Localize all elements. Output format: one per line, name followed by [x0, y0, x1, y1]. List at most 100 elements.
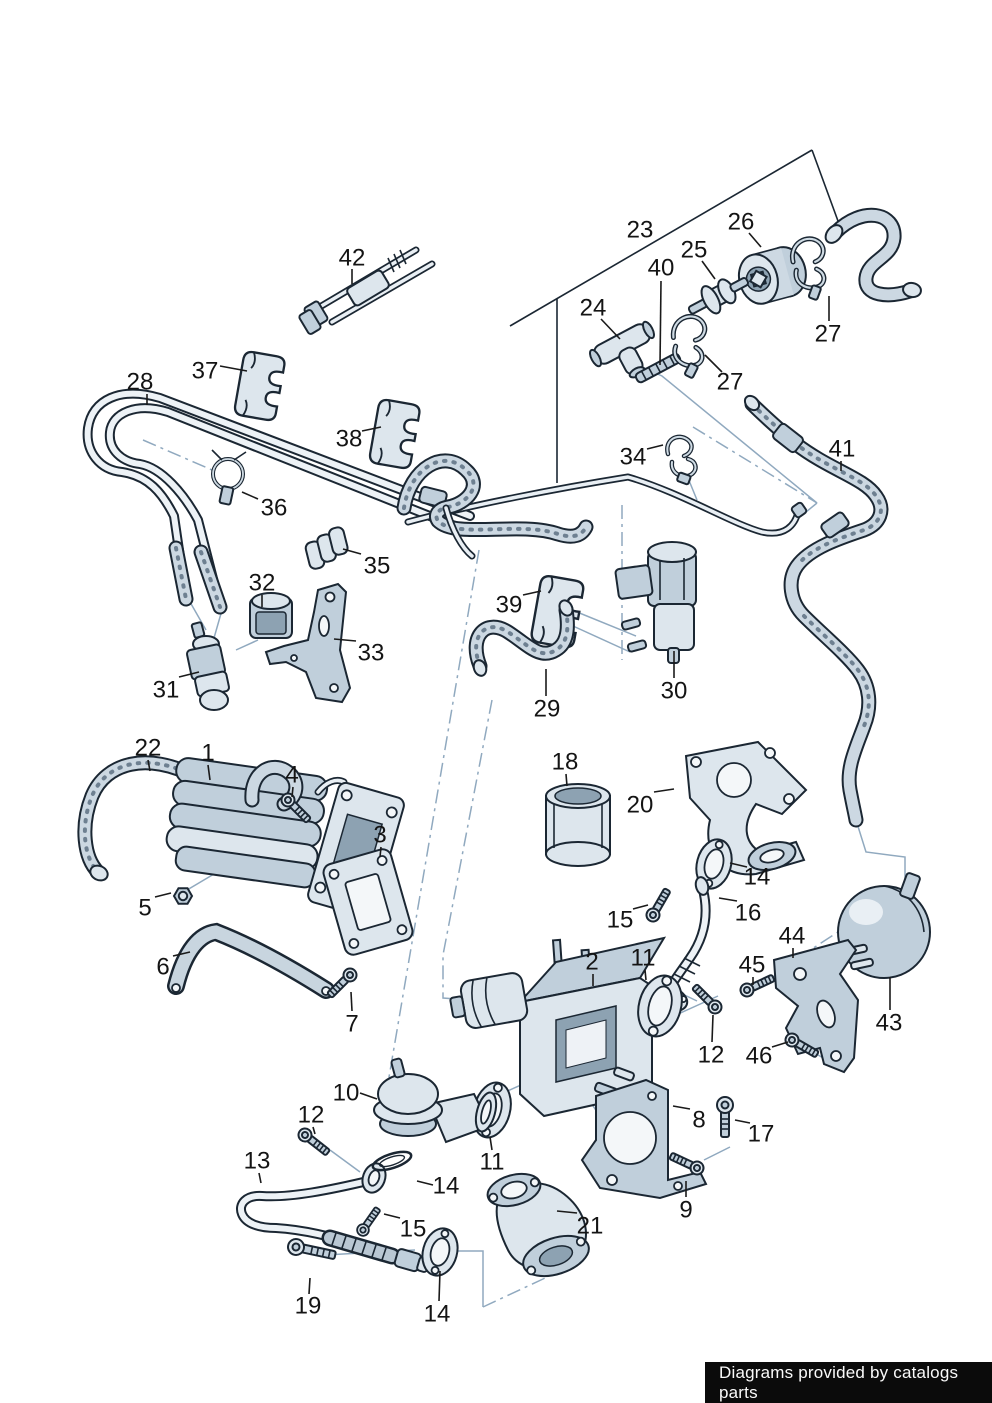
- bolt-9: [666, 1148, 707, 1178]
- leader-line-36-4: [241, 491, 259, 500]
- barbed-connector-40: [634, 352, 682, 384]
- nut-5: [172, 887, 194, 905]
- leader-line-12-44: [312, 1126, 316, 1135]
- leader-line-5-25: [154, 892, 172, 898]
- part-label-3-24: 3: [373, 822, 386, 849]
- leader-line-37-1: [219, 365, 248, 372]
- part-label-28-2: 28: [127, 369, 154, 396]
- junction-hose: [396, 453, 594, 560]
- egr-actuator: [449, 972, 529, 1029]
- stud-15-lower: [353, 1204, 384, 1240]
- part-label-17-41: 17: [748, 1121, 775, 1148]
- tee-fitting-24: [589, 320, 655, 379]
- leader-line-26-17: [748, 232, 762, 248]
- part-label-2-33: 2: [585, 949, 598, 976]
- part-label-35-5: 35: [364, 553, 391, 580]
- check-valve-25: [687, 277, 749, 315]
- bracket-6: [167, 922, 335, 999]
- part-label-31-8: 31: [153, 677, 180, 704]
- screw-12-right: [688, 980, 726, 1018]
- vacuum-reservoir-43: [837, 872, 931, 979]
- part-label-11-48: 11: [480, 1149, 505, 1176]
- leader-line-1-22: [207, 764, 211, 781]
- part-label-43-37: 43: [876, 1010, 903, 1037]
- pipe-retainer-clip-38: [367, 397, 422, 471]
- seal-ring-14-mid: [371, 1150, 413, 1172]
- sleeve-18: [545, 783, 611, 867]
- part-label-37-1: 37: [192, 358, 219, 385]
- part-label-38-3: 38: [336, 426, 363, 453]
- part-label-15-47: 15: [400, 1216, 427, 1243]
- part-label-14-46: 14: [433, 1173, 460, 1200]
- part-label-34-9: 34: [620, 444, 647, 471]
- leader-line-4-23: [291, 786, 294, 798]
- part-label-11-34: 11: [631, 945, 656, 972]
- solenoid-valve-30: [614, 541, 697, 664]
- part-label-14-51: 14: [424, 1301, 451, 1328]
- part-label-14-30: 14: [744, 864, 771, 891]
- leader-line-13-45: [258, 1172, 262, 1184]
- leader-line-10-43: [359, 1092, 378, 1100]
- connector-tool-42: [298, 246, 436, 335]
- part-label-41-10: 41: [829, 436, 856, 463]
- leader-line-11-34: [644, 969, 647, 981]
- part-label-42-0: 42: [339, 245, 366, 272]
- part-label-46-38: 46: [746, 1043, 773, 1070]
- part-label-36-4: 36: [261, 495, 288, 522]
- support-bracket-8: [580, 1078, 708, 1200]
- part-label-32-6: 32: [249, 570, 276, 597]
- part-label-5-25: 5: [138, 895, 151, 922]
- leader-line-25-16: [701, 260, 716, 280]
- group-lines: [509, 149, 839, 483]
- vacuum-hard-line: [404, 473, 808, 537]
- part-label-29-13: 29: [534, 696, 561, 723]
- long-vacuum-hose-41: [743, 394, 889, 828]
- leader-line-31-8: [178, 671, 200, 678]
- part-label-12-44: 12: [298, 1102, 325, 1129]
- leader-line-19-50: [308, 1277, 311, 1295]
- leader-line-3-24: [379, 846, 382, 858]
- part-label-27-20: 27: [717, 369, 744, 396]
- clamp-34: [665, 434, 698, 486]
- part-label-40-18: 40: [648, 255, 675, 282]
- leader-line-21-49: [556, 1210, 578, 1214]
- bolt-15-upper: [643, 885, 675, 925]
- screw-17: [716, 1096, 734, 1138]
- leader-line-35-5: [342, 548, 362, 555]
- part-label-27-19: 27: [815, 321, 842, 348]
- hose-clamp-27-lower: [665, 313, 710, 379]
- leader-line-15-47: [383, 1213, 401, 1219]
- part-label-25-16: 25: [681, 237, 708, 264]
- part-label-7-27: 7: [345, 1011, 358, 1038]
- pipe-retainer-clip-37: [232, 349, 287, 423]
- part-label-13-45: 13: [244, 1148, 271, 1175]
- pipe-retainer-clip-39: [529, 573, 586, 650]
- part-label-24-15: 24: [580, 295, 607, 322]
- leader-line-7-27: [350, 991, 353, 1012]
- double-clip-35: [304, 526, 349, 570]
- leader-line-18-28: [565, 773, 568, 787]
- s-hose: [824, 207, 922, 303]
- part-label-22-21: 22: [135, 735, 162, 762]
- part-label-30-12: 30: [661, 678, 688, 705]
- leader-line-46-38: [771, 1041, 789, 1048]
- bolt-19: [287, 1238, 337, 1260]
- sensor-valve-31: [185, 621, 230, 711]
- leader-line-14-46: [416, 1180, 434, 1186]
- part-label-20-29: 20: [627, 792, 654, 819]
- part-label-8-40: 8: [692, 1107, 705, 1134]
- part-label-4-23: 4: [285, 762, 298, 789]
- egr-valve-2: [449, 936, 667, 1118]
- vacuum-pump-assembly-23: [589, 207, 922, 384]
- part-label-39-11: 39: [496, 592, 523, 619]
- leader-line-11-48: [489, 1136, 493, 1151]
- part-label-15-32: 15: [607, 907, 634, 934]
- part-label-44-35: 44: [779, 923, 806, 950]
- leader-line-40-18: [659, 280, 662, 366]
- footer-credit-text: Diagrams provided by catalogs parts: [719, 1362, 959, 1402]
- part-label-16-31: 16: [735, 900, 762, 927]
- leader-line-12-39: [711, 1014, 714, 1043]
- bracket-33: [264, 582, 352, 704]
